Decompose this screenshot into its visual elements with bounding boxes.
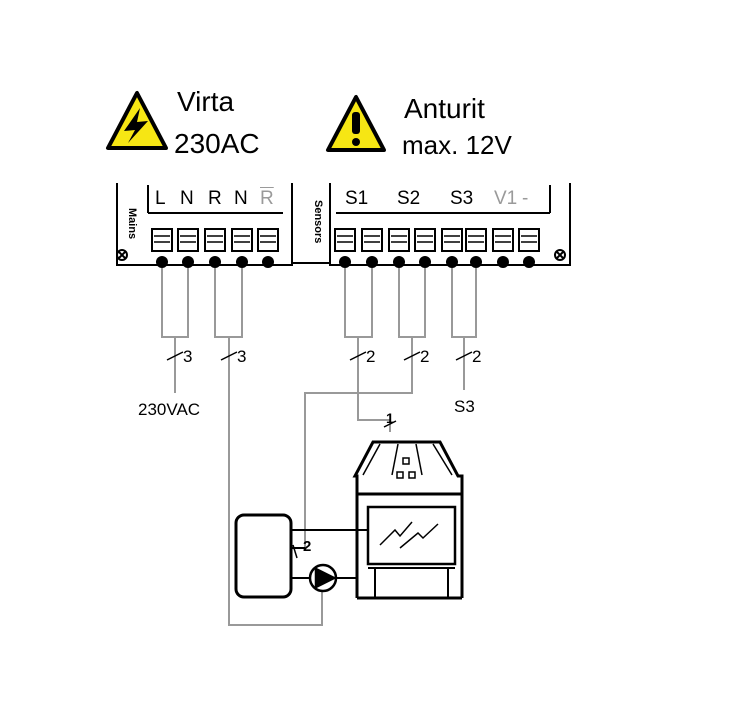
terminal-connector bbox=[465, 228, 487, 268]
sensor-terminal-label: S3 bbox=[450, 188, 474, 209]
mains-terminal-label: R bbox=[208, 188, 222, 209]
sensor-terminal-label-disabled: V1 bbox=[494, 188, 518, 209]
terminal-connector bbox=[334, 228, 356, 268]
mains-terminal-label: L bbox=[155, 188, 166, 209]
wire-count-label: 3 bbox=[237, 347, 247, 366]
sensor-warning-voltage: max. 12V bbox=[402, 130, 512, 160]
fireplace-sensor-label: 1 bbox=[386, 410, 394, 426]
pump-icon bbox=[308, 563, 338, 593]
terminal-connector bbox=[257, 228, 279, 268]
high-voltage-warning-icon bbox=[106, 91, 168, 150]
mains-connectors bbox=[151, 228, 279, 268]
wire-count-label: 2 bbox=[366, 347, 376, 366]
mains-terminal-label: N bbox=[180, 188, 194, 209]
terminal-connector bbox=[177, 228, 199, 268]
wire-count-label: 2 bbox=[472, 347, 482, 366]
s3-sensor-label: S3 bbox=[454, 397, 475, 416]
power-warning-title: Virta bbox=[177, 86, 235, 117]
sensors-side-label: Sensors bbox=[312, 200, 324, 244]
terminal-connector bbox=[441, 228, 463, 268]
wires bbox=[161, 268, 477, 626]
mains-side-label: Mains bbox=[126, 208, 138, 240]
supply-voltage-label: 230VAC bbox=[138, 400, 201, 419]
mains-terminal-label: N bbox=[234, 188, 248, 209]
mains-terminal-block bbox=[116, 183, 293, 266]
terminal-connector bbox=[492, 228, 514, 268]
wire-count-label: 3 bbox=[183, 347, 193, 366]
terminal-connector bbox=[151, 228, 173, 268]
exclamation-warning-icon bbox=[326, 95, 386, 152]
storage-tank bbox=[234, 513, 357, 599]
terminal-connector bbox=[204, 228, 226, 268]
terminal-connector bbox=[231, 228, 253, 268]
wire-count-ticks bbox=[166, 351, 473, 559]
tank-sensor-label: 2 bbox=[303, 538, 312, 555]
terminal-connector bbox=[414, 228, 436, 268]
sensors-connectors bbox=[334, 228, 540, 268]
sensor-warning-title: Anturit bbox=[404, 93, 485, 124]
terminal-connector bbox=[388, 228, 410, 268]
sensor-terminal-label: S2 bbox=[397, 188, 421, 209]
terminal-connector bbox=[518, 228, 540, 268]
sensor-terminal-label-disabled: - bbox=[522, 188, 529, 209]
mains-terminal-label-disabled: R bbox=[260, 188, 274, 209]
terminal-connector bbox=[361, 228, 383, 268]
fireplace-icon bbox=[352, 440, 464, 600]
wire-count-label: 2 bbox=[420, 347, 430, 366]
power-warning-voltage: 230AC bbox=[174, 128, 260, 159]
sensor-terminal-label: S1 bbox=[345, 188, 369, 209]
